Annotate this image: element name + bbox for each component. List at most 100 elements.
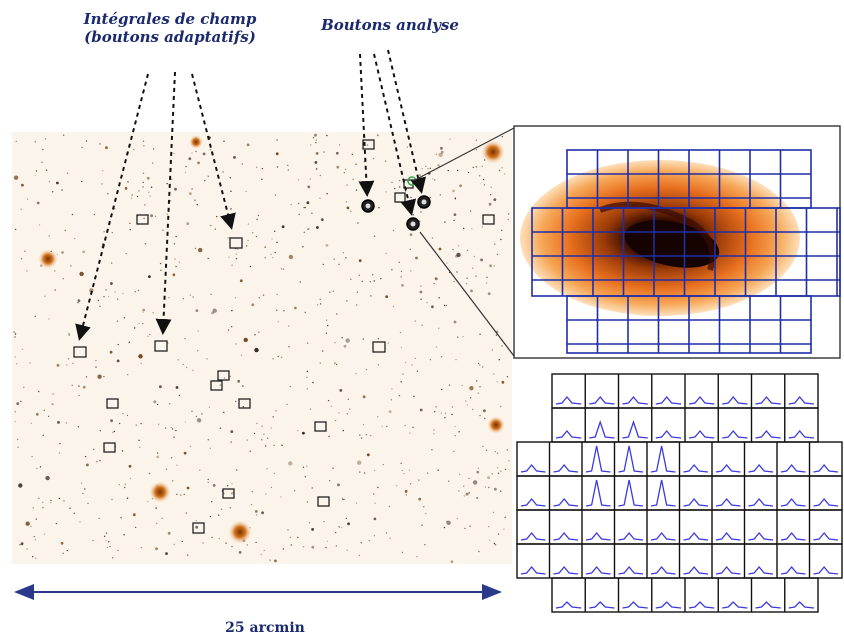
- star-dot: [82, 385, 86, 389]
- spectrum-line: [688, 601, 715, 609]
- star-dot: [493, 265, 495, 267]
- star-dot: [60, 541, 64, 545]
- star-dot: [140, 362, 142, 365]
- star-dot: [218, 537, 220, 540]
- star-dot: [207, 175, 209, 177]
- star-dot: [56, 363, 60, 367]
- spectrum-line: [655, 601, 682, 609]
- spectrum-line: [555, 395, 582, 405]
- spectrum-line: [589, 419, 615, 439]
- spectrum-line: [813, 463, 839, 473]
- star-dot: [377, 364, 379, 366]
- square-marker-icon[interactable]: [317, 496, 330, 507]
- square-marker-icon[interactable]: [229, 237, 243, 249]
- star-dot: [204, 180, 206, 182]
- star-dot: [463, 227, 465, 230]
- star-dot: [39, 466, 42, 468]
- star-dot: [435, 346, 437, 348]
- star-dot: [312, 137, 315, 139]
- star-dot: [276, 309, 278, 311]
- star-dot: [412, 214, 414, 216]
- star-dot: [235, 400, 237, 403]
- star-dot: [454, 197, 457, 199]
- star-dot: [440, 150, 444, 154]
- star-dot: [443, 304, 446, 307]
- star-dot: [186, 366, 188, 369]
- star-dot: [457, 336, 459, 338]
- square-marker-icon[interactable]: [482, 214, 495, 225]
- square-marker-icon[interactable]: [372, 341, 386, 353]
- star-dot: [458, 431, 460, 433]
- star-dot: [357, 222, 359, 224]
- star-dot: [281, 225, 285, 229]
- square-marker-icon[interactable]: [222, 488, 235, 499]
- star-dot: [377, 338, 380, 340]
- star-dot: [487, 476, 490, 480]
- square-marker-icon[interactable]: [314, 421, 327, 432]
- star-dot: [456, 252, 461, 258]
- star-dot: [20, 258, 23, 260]
- star-dot: [79, 271, 84, 277]
- square-marker-icon[interactable]: [136, 214, 149, 225]
- star-dot: [150, 186, 153, 188]
- square-marker-icon[interactable]: [73, 346, 87, 358]
- star-dot: [66, 172, 69, 174]
- star-dot: [29, 362, 31, 364]
- star-dot: [207, 481, 209, 483]
- square-marker-icon[interactable]: [103, 442, 116, 453]
- star-dot: [355, 189, 358, 191]
- square-marker-icon[interactable]: [362, 139, 375, 150]
- square-marker-icon[interactable]: [217, 370, 230, 381]
- star-dot: [173, 243, 176, 245]
- star-dot: [238, 551, 242, 554]
- star-dot: [181, 540, 183, 543]
- star-dot: [231, 264, 233, 266]
- star-dot: [494, 544, 497, 546]
- star-dot: [142, 181, 144, 184]
- star-dot: [123, 317, 126, 319]
- star-dot: [103, 231, 105, 233]
- star-dot: [319, 362, 321, 364]
- star-dot: [242, 385, 244, 387]
- star-dot: [166, 182, 168, 185]
- star-dot: [501, 167, 503, 169]
- star-dot: [312, 381, 314, 384]
- star-dot: [65, 422, 68, 424]
- spectrum-line: [715, 497, 741, 507]
- star-dot: [344, 168, 347, 171]
- star-dot: [332, 290, 334, 292]
- star-dot: [272, 256, 274, 259]
- star-dot: [236, 469, 238, 471]
- spectrum-line: [780, 497, 806, 507]
- star-dot: [142, 172, 145, 174]
- spectrum-line: [618, 479, 644, 507]
- star-dot: [24, 250, 26, 252]
- star-dot: [359, 471, 361, 473]
- star-dot: [245, 190, 247, 193]
- star-dot: [289, 536, 292, 539]
- square-marker-icon[interactable]: [106, 398, 119, 409]
- star-dot: [431, 449, 433, 451]
- star-dot: [400, 276, 402, 278]
- star-dot: [390, 399, 393, 401]
- star-dot: [42, 507, 44, 509]
- star-dot: [421, 324, 423, 326]
- star-dot: [116, 320, 119, 322]
- star-dot: [35, 518, 37, 520]
- square-marker-icon[interactable]: [238, 398, 251, 409]
- square-marker-icon[interactable]: [394, 192, 406, 203]
- star-dot: [142, 322, 144, 325]
- square-marker-icon[interactable]: [210, 380, 223, 391]
- star-dot: [195, 415, 198, 418]
- star-dot: [320, 218, 324, 222]
- star-dot: [21, 348, 24, 350]
- star-dot: [450, 560, 454, 564]
- star-dot: [191, 188, 193, 190]
- star-dot: [508, 460, 510, 462]
- star-dot: [101, 183, 103, 185]
- star-dot: [210, 293, 212, 296]
- square-marker-icon[interactable]: [192, 522, 205, 534]
- arrow-to-adaptive-button: [191, 73, 236, 230]
- square-marker-icon[interactable]: [154, 340, 168, 352]
- star-dot: [299, 281, 301, 283]
